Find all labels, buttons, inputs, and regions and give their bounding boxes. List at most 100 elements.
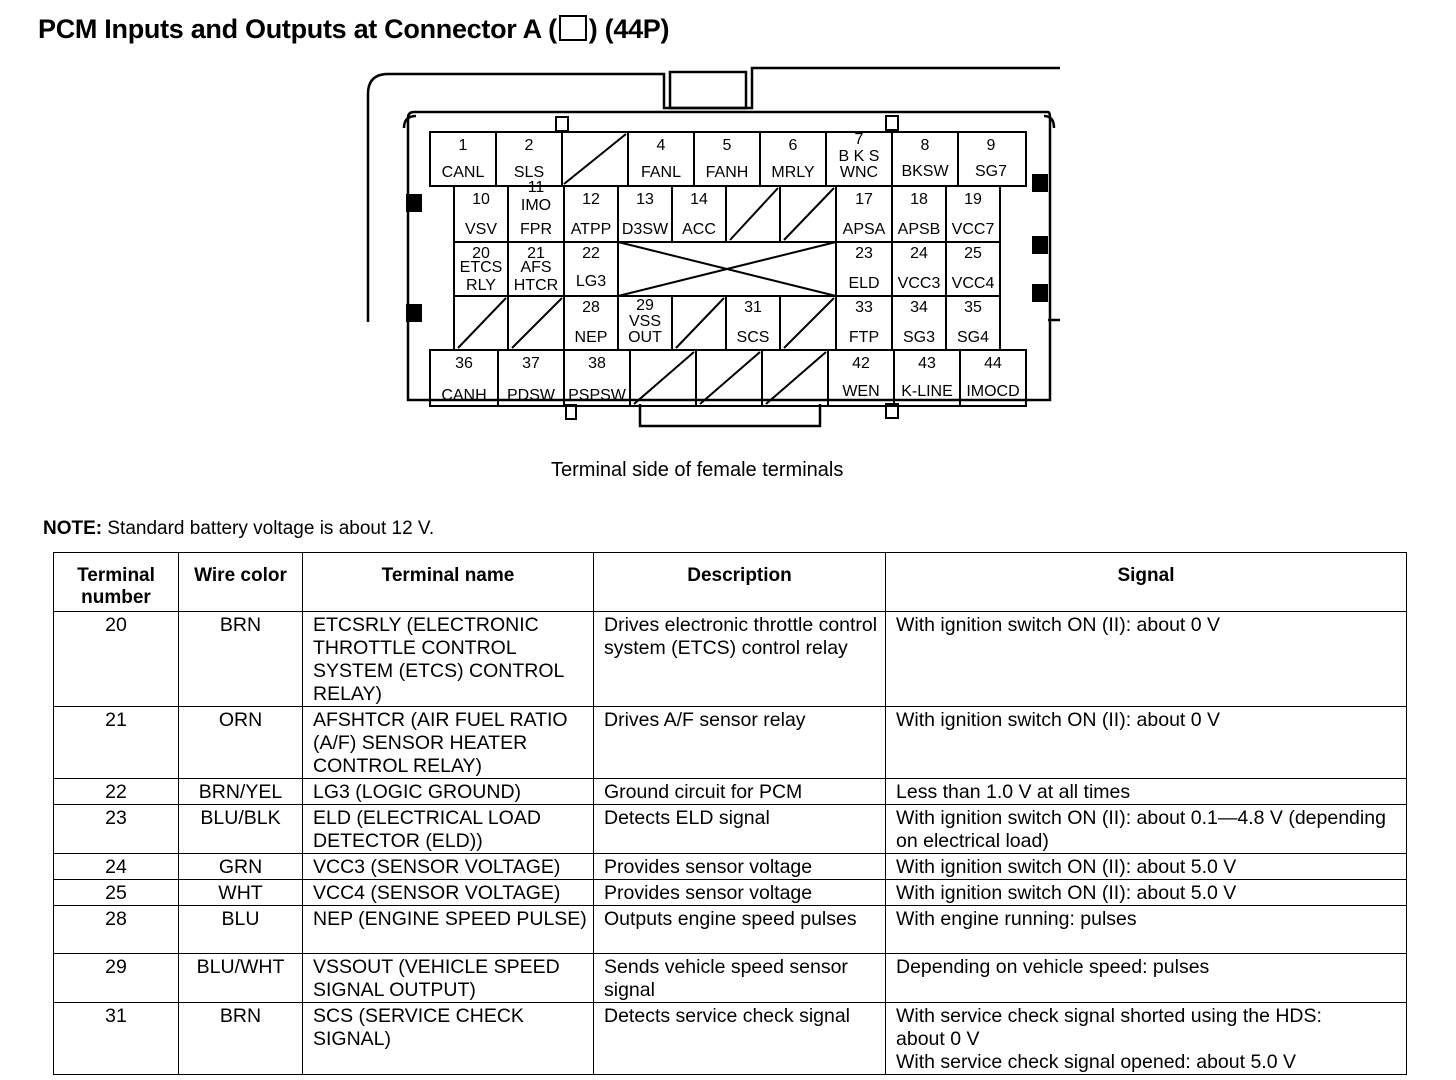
terminal-number: 31: [744, 299, 762, 316]
terminal-number: 13: [636, 191, 654, 208]
terminal-number: 11: [528, 179, 545, 196]
terminal-label: VCC4: [952, 275, 995, 292]
table-row: 23 BLU/BLK ELD (ELECTRICAL LOAD DETECTOR…: [53, 804, 1407, 854]
cell-terminal-number: 21: [53, 706, 179, 779]
terminal-label: PDSW: [507, 387, 556, 404]
terminal-label: D3SW: [622, 221, 669, 238]
terminal-label: IMOCD: [966, 383, 1019, 400]
table-row: 21 ORN AFSHTCR (AIR FUEL RATIO (A/F) SEN…: [53, 706, 1407, 779]
terminal-number: 33: [855, 299, 873, 316]
terminal-number: 18: [910, 191, 928, 208]
table-row: 20 BRN ETCSRLY (ELECTRONIC THROTTLE CONT…: [53, 611, 1407, 707]
cell-wire-color: BRN: [178, 611, 303, 707]
terminal-number: 36: [455, 355, 473, 372]
header-description: Description: [593, 552, 886, 612]
cell-wire-color: BLU/WHT: [178, 953, 303, 1003]
terminal-label: SG3: [903, 329, 935, 346]
terminal-number: 8: [921, 137, 930, 154]
terminal-label: RLY: [466, 277, 496, 294]
cell-signal: With service check signal shorted using …: [885, 1002, 1407, 1075]
cell-wire-color: BRN: [178, 1002, 303, 1075]
cell-terminal-name: ELD (ELECTRICAL LOAD DETECTOR (ELD)): [302, 804, 594, 854]
table-row: 24 GRN VCC3 (SENSOR VOLTAGE) Provides se…: [53, 853, 1407, 880]
terminal-label: CANL: [442, 164, 485, 181]
cell-wire-color: GRN: [178, 853, 303, 880]
terminal-label: IMO: [521, 197, 551, 214]
terminal-number: 17: [855, 191, 873, 208]
cell-terminal-name: SCS (SERVICE CHECK SIGNAL): [302, 1002, 594, 1075]
cell-signal: With ignition switch ON (II): about 5.0 …: [885, 853, 1407, 880]
terminal-label: APSA: [843, 221, 886, 238]
terminal-number: 23: [855, 245, 873, 262]
terminal-number: 21: [527, 245, 545, 262]
terminal-number: 22: [582, 245, 600, 262]
terminal-number: 29: [636, 297, 654, 314]
terminal-label: MRLY: [771, 164, 815, 181]
header-terminal-number: Terminal number: [53, 552, 179, 612]
table-row: 22 BRN/YEL LG3 (LOGIC GROUND) Ground cir…: [53, 778, 1407, 805]
terminal-number: 44: [984, 355, 1002, 372]
header-terminal-name: Terminal name: [302, 552, 594, 612]
terminal-table: Terminal number Wire color Terminal name…: [53, 552, 1407, 1075]
cell-description: Provides sensor voltage: [593, 879, 886, 906]
top-lock-tab: [668, 70, 748, 110]
terminal-number: 12: [582, 191, 600, 208]
terminal-number: 42: [852, 355, 870, 372]
terminal-label: OUT: [628, 329, 662, 346]
cell-description: Provides sensor voltage: [593, 853, 886, 880]
table-row: 31 BRN SCS (SERVICE CHECK SIGNAL) Detect…: [53, 1002, 1407, 1075]
terminal-number: 43: [918, 355, 936, 372]
cell-terminal-name: LG3 (LOGIC GROUND): [302, 778, 594, 805]
cell-signal: With ignition switch ON (II): about 0 V: [885, 611, 1407, 707]
cell-description: Sends vehicle speed sensor signal: [593, 953, 886, 1003]
terminal-label: SG7: [975, 163, 1007, 180]
cell-description: Drives electronic throttle control syste…: [593, 611, 886, 707]
terminal-grid: [429, 131, 1027, 407]
header-signal: Signal: [885, 552, 1407, 612]
terminal-label: APSB: [898, 221, 941, 238]
cell-terminal-number: 25: [53, 879, 179, 906]
side-pegs: [406, 174, 1048, 322]
cell-terminal-number: 24: [53, 853, 179, 880]
terminal-number: 25: [964, 245, 982, 262]
title-suffix: ) (44P): [588, 14, 670, 44]
terminal-label: ATPP: [571, 221, 612, 238]
terminal-label: B K S: [839, 148, 880, 165]
terminal-label: NEP: [575, 329, 608, 346]
terminal-label: ACC: [682, 221, 716, 238]
cell-signal: With ignition switch ON (II): about 5.0 …: [885, 879, 1407, 906]
terminal-label: SCS: [737, 329, 770, 346]
connector-inner-lip: [402, 114, 1056, 129]
terminal-label: FANH: [706, 164, 749, 181]
terminal-number: 2: [525, 137, 534, 154]
cell-terminal-name: NEP (ENGINE SPEED PULSE): [302, 905, 594, 954]
terminal-label: SLS: [514, 164, 544, 181]
cell-wire-color: WHT: [178, 879, 303, 906]
table-header-row: Terminal number Wire color Terminal name…: [53, 552, 1407, 612]
cell-description: Drives A/F sensor relay: [593, 706, 886, 779]
connector-inner-shell: [406, 110, 1052, 402]
table-row: 25 WHT VCC4 (SENSOR VOLTAGE) Provides se…: [53, 879, 1407, 906]
cell-signal: Less than 1.0 V at all times: [885, 778, 1407, 805]
cell-signal: With ignition switch ON (II): about 0 V: [885, 706, 1407, 779]
cell-description: Detects service check signal: [593, 1002, 886, 1075]
terminal-number: 20: [472, 245, 490, 262]
terminal-number: 10: [472, 191, 490, 208]
terminal-number: 6: [789, 137, 798, 154]
terminal-label: WNC: [840, 164, 878, 181]
cell-description: Outputs engine speed pulses: [593, 905, 886, 954]
terminal-label: ETCS: [460, 259, 503, 276]
bottom-key: [638, 404, 822, 428]
terminal-number: 4: [657, 137, 666, 154]
terminal-label: SG4: [957, 329, 989, 346]
terminal-label: PSPSW: [568, 387, 627, 404]
terminal-number: 19: [964, 191, 982, 208]
terminal-label: AFS: [520, 259, 551, 276]
terminal-number: 5: [723, 137, 732, 154]
terminal-number: 35: [964, 299, 982, 316]
cell-terminal-name: ETCSRLY (ELECTRONIC THROTTLE CONTROL SYS…: [302, 611, 594, 707]
terminal-number: 9: [987, 137, 996, 154]
terminal-number: 24: [910, 245, 928, 262]
